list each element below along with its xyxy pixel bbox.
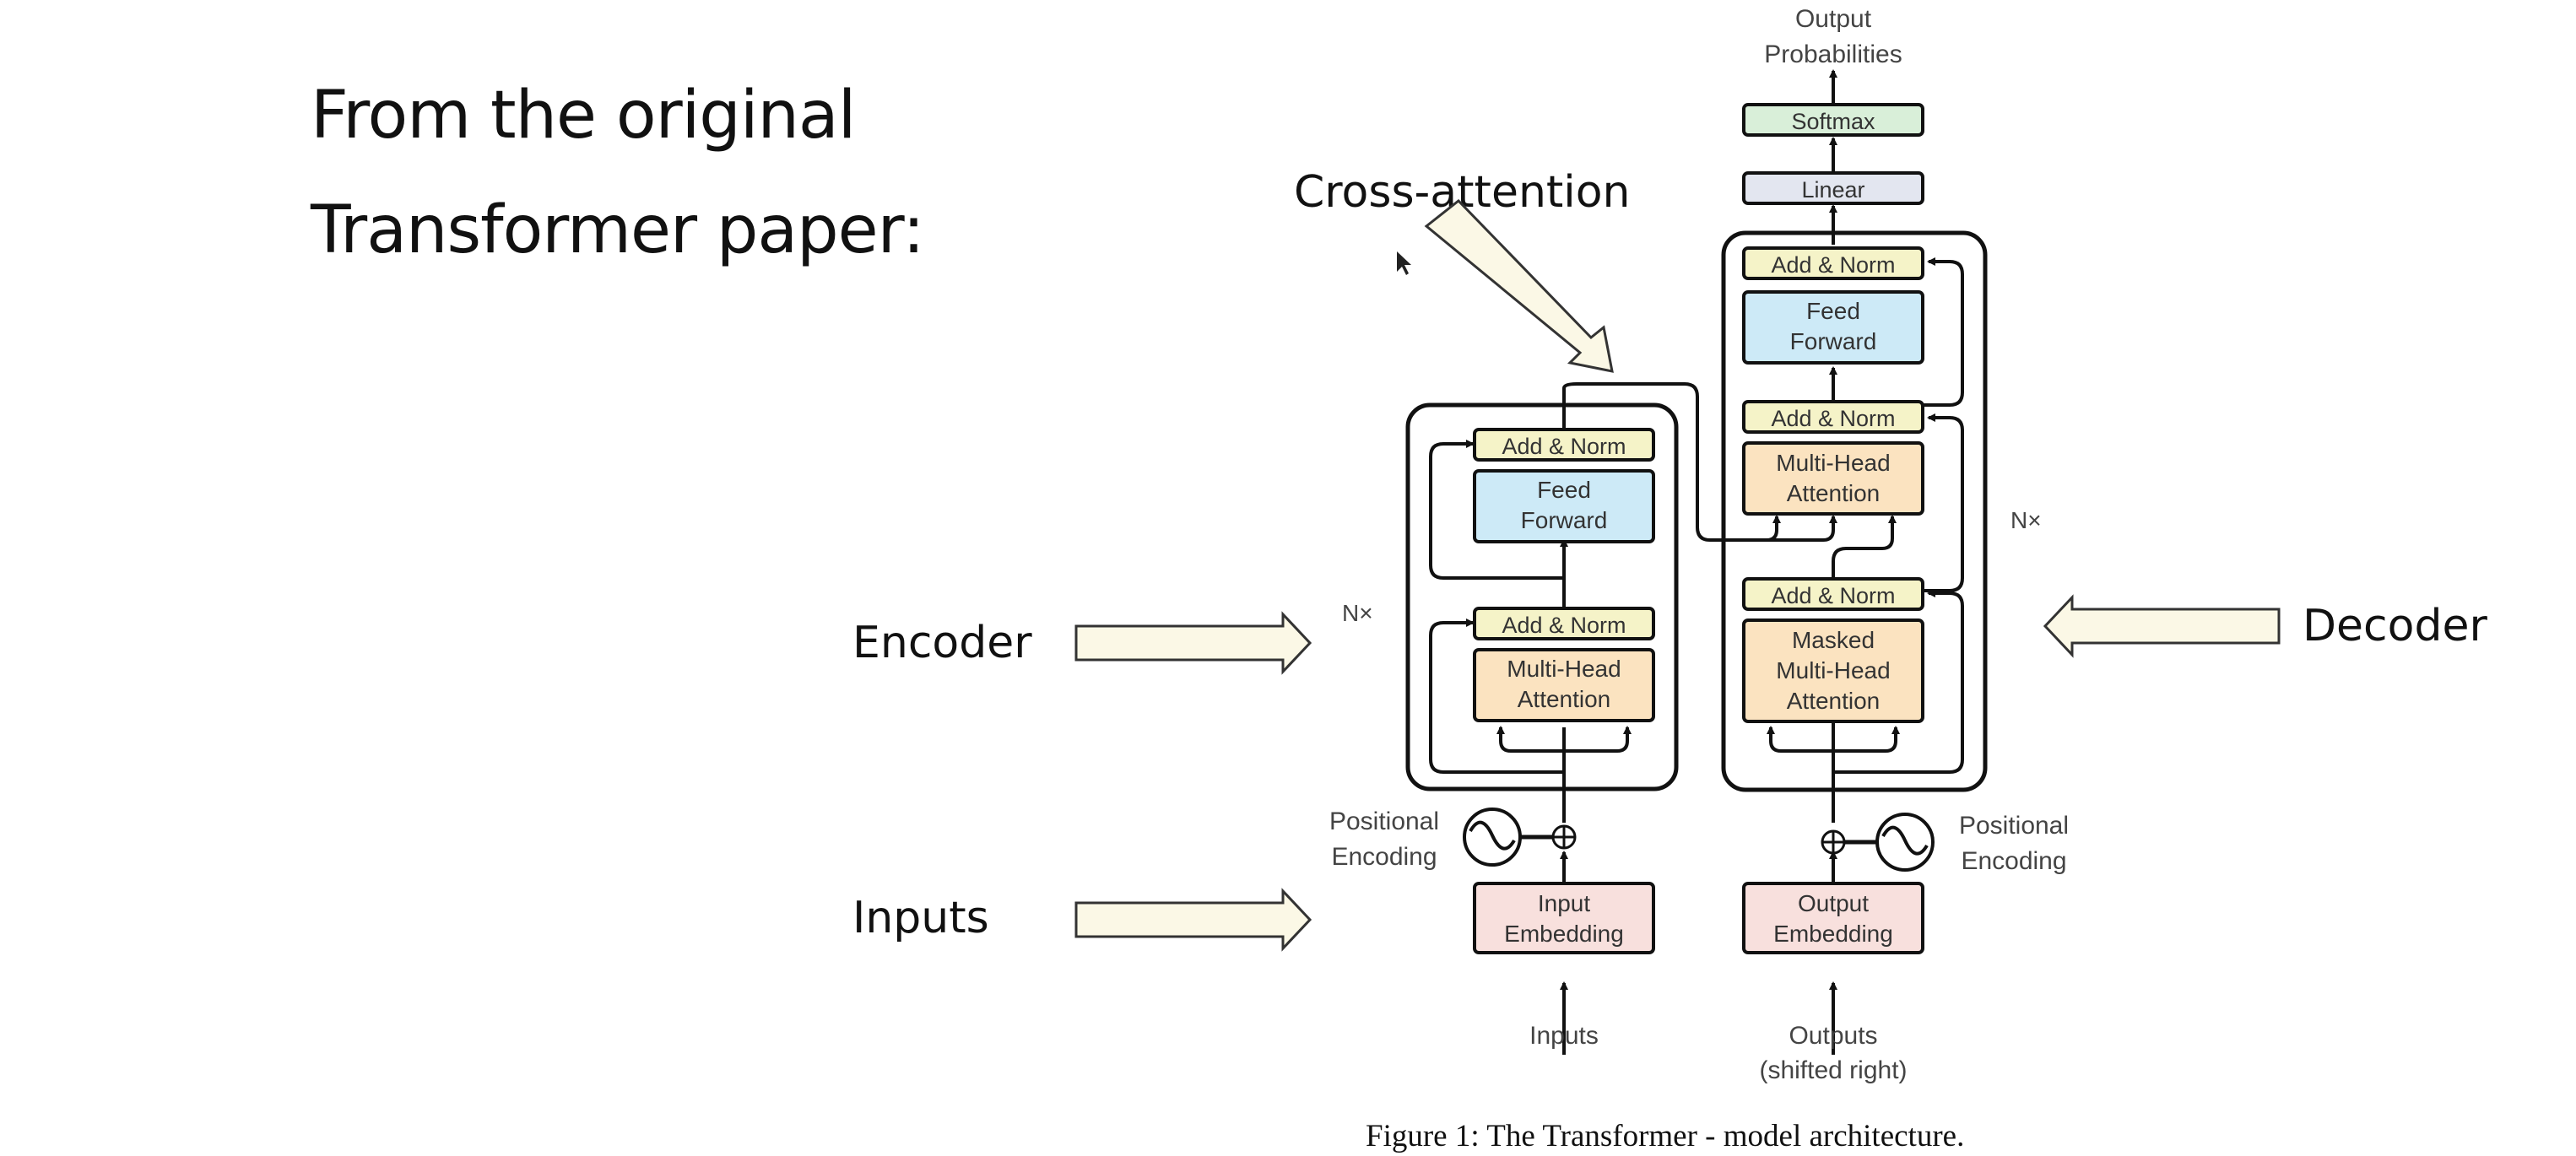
svg-text:Forward: Forward [1521,507,1608,533]
mouse-cursor-icon [1397,251,1411,275]
output-probabilities-label-1: Output [1795,5,1872,33]
outputs-label-2: (shifted right) [1759,1056,1907,1084]
svg-text:Linear: Linear [1801,177,1864,203]
decoder-label: Decoder [2303,601,2487,651]
svg-text:Add & Norm: Add & Norm [1771,583,1895,608]
svg-text:Feed: Feed [1806,298,1860,324]
decoder-add-norm-mid: Add & Norm [1742,400,1924,434]
svg-text:Embedding: Embedding [1504,921,1624,947]
encoder-label: Encoder [852,618,1032,668]
decoder-nx-label: N× [2010,507,2042,533]
encoder-stack-frame [1405,402,1679,791]
output-embedding-block: Output Embedding [1742,882,1924,954]
encoder-callout-arrow [1074,611,1312,675]
figure-caption: Figure 1: The Transformer - model archit… [1366,1119,1965,1153]
cross-attention-callout-arrow [1424,198,1614,373]
svg-text:Softmax: Softmax [1791,109,1875,134]
inputs-callout-arrow [1074,888,1312,952]
encoder-attention-block: Multi-Head Attention [1473,648,1655,722]
encoder-positional-encoding [1463,808,1577,867]
svg-text:Multi-Head: Multi-Head [1507,656,1621,682]
decoder-masked-attention-block: Masked Multi-Head Attention [1742,619,1924,723]
svg-text:Multi-Head: Multi-Head [1776,657,1890,683]
decoder-positional-label-1: Positional [1959,812,2069,840]
slide-title-line-2: Transformer paper: [311,192,925,268]
inputs-callout-label: Inputs [852,893,989,943]
svg-text:Feed: Feed [1537,477,1591,503]
encoder-positional-label-2: Encoding [1331,843,1437,871]
svg-text:Attention: Attention [1787,688,1881,714]
softmax-block: Softmax [1742,103,1924,137]
decoder-callout-arrow [2043,594,2281,658]
svg-text:Add & Norm: Add & Norm [1771,252,1895,278]
decoder-add-norm-bottom: Add & Norm [1742,577,1924,611]
svg-text:Input: Input [1538,890,1590,916]
decoder-stack-frame [1721,230,1988,792]
decoder-positional-encoding [1821,813,1935,872]
svg-text:Attention: Attention [1518,686,1611,712]
slide-title-line-1: From the original [311,78,856,154]
svg-text:Add & Norm: Add & Norm [1771,406,1895,431]
encoder-add-norm-bottom: Add & Norm [1473,607,1655,640]
decoder-feed-forward-block: Feed Forward [1742,290,1924,365]
inputs-label: Inputs [1529,1022,1599,1050]
encoder-feed-forward-block: Feed Forward [1473,469,1655,543]
linear-block: Linear [1742,171,1924,205]
encoder-positional-label-1: Positional [1329,808,1439,835]
input-embedding-block: Input Embedding [1473,882,1655,954]
svg-text:Add & Norm: Add & Norm [1502,434,1626,459]
decoder-positional-label-2: Encoding [1961,847,2066,875]
svg-text:Attention: Attention [1787,480,1881,506]
svg-text:Output: Output [1798,890,1869,916]
svg-text:Masked: Masked [1792,627,1875,653]
svg-text:Multi-Head: Multi-Head [1776,450,1890,476]
output-probabilities-label-2: Probabilities [1764,41,1902,68]
outputs-label-1: Outputs [1789,1022,1877,1050]
encoder-nx-label: N× [1342,600,1373,626]
svg-text:Forward: Forward [1790,328,1877,354]
decoder-add-norm-top: Add & Norm [1742,246,1924,280]
encoder-add-norm-top: Add & Norm [1473,428,1655,462]
svg-text:Embedding: Embedding [1773,921,1893,947]
decoder-cross-attention-block: Multi-Head Attention [1742,441,1924,516]
svg-text:Add & Norm: Add & Norm [1502,613,1626,638]
